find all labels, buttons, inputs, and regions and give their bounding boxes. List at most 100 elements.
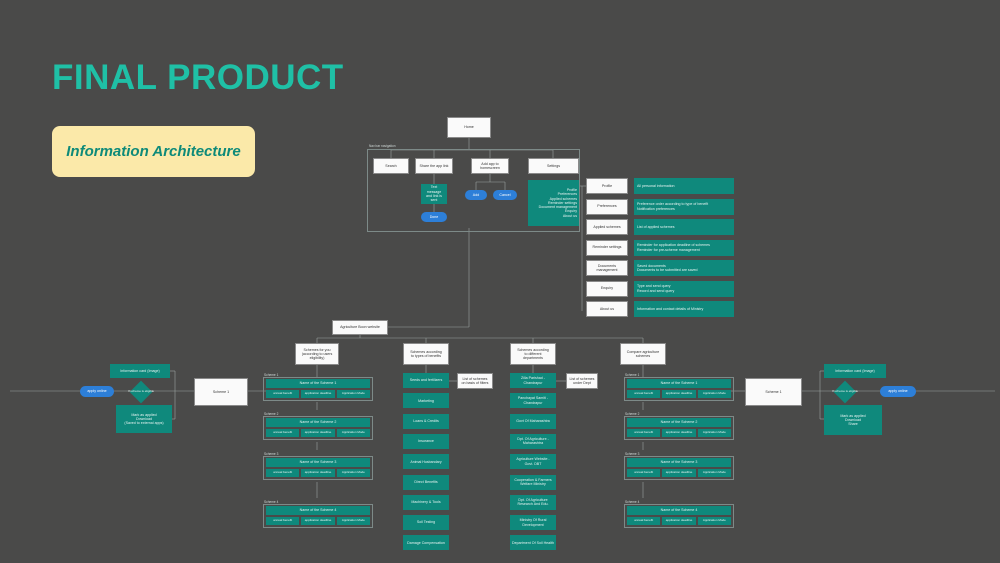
benefit-item-5: Direct Benefits <box>403 474 449 490</box>
left-group-frame-2 <box>263 456 373 480</box>
right-apply-pill: apply online <box>880 386 916 397</box>
section-card-label: Information Architecture <box>66 143 241 160</box>
right-scheme-name-1: Name of the Scheme 2 <box>627 418 731 427</box>
settings-desc-3: Reminder for application deadline of sch… <box>634 239 734 256</box>
settings-desc-1: Preference order according to type of be… <box>634 198 734 215</box>
right-scheme-name-2: Name of the Scheme 3 <box>627 458 731 467</box>
benefit-item-4: Animal Husbandary <box>403 454 449 470</box>
right-group-label-3: Scheme 4 <box>625 500 640 504</box>
right-scheme-tag-2-a: annual benefit <box>627 469 661 477</box>
share-node: Share the app link <box>415 158 453 174</box>
left-scheme-tag-3-b: application deadline <box>301 517 335 525</box>
right-scheme-tag-0-c: Application Mode <box>697 390 731 398</box>
right-group-label-0: Scheme 1 <box>625 373 640 377</box>
right-group-frame-3 <box>624 504 734 528</box>
department-item-1: Panchayat Samiti - Chandrapur <box>510 393 556 409</box>
benefit-item-7: Soil Testing <box>403 515 449 531</box>
benefit-item-2: Loans & Credits <box>403 413 449 429</box>
right-group-frame-2 <box>624 456 734 480</box>
list-schemes-filter-node: List of schemes on basis of filters <box>457 373 493 389</box>
settings-desc-6: Information and contact details of Minis… <box>634 301 734 317</box>
right-scheme-tag-1-b: application deadline <box>662 429 696 437</box>
left-apply-pill: apply online <box>80 386 114 397</box>
left-scheme-tag-2-b: application deadline <box>301 469 335 477</box>
department-item-2: Govt Of Maharashtra <box>510 413 556 429</box>
left-scheme-name-0: Name of the Scheme 1 <box>266 379 370 388</box>
schemes-by-benefit-node: Schemes according to types of benefits <box>403 343 449 365</box>
department-item-0: Zilla Parishad - Chandrapur <box>510 373 556 388</box>
nav-bar-label: Nav bar navigation <box>369 144 396 148</box>
cancel-pill: Cancel <box>493 190 517 200</box>
left-scheme-name-3: Name of the Scheme 4 <box>266 506 370 515</box>
right-scheme-name-3: Name of the Scheme 4 <box>627 506 731 515</box>
left-scheme-tag-0-b: application deadline <box>301 390 335 398</box>
settings-item-1: Preferences <box>586 198 628 215</box>
settings-item-4: Documents management <box>586 260 628 276</box>
right-info-card: Information card (Image) <box>824 364 886 378</box>
right-scheme-tag-3-a: annual benefit <box>627 517 661 525</box>
left-group-label-2: Scheme 3 <box>264 452 279 456</box>
right-scheme-tag-0-b: application deadline <box>662 390 696 398</box>
schemes-by-department-node: Schemes according to different departmen… <box>510 343 556 365</box>
agriculture-website-node: Agriculture Boon website <box>332 320 388 335</box>
left-group-frame-0 <box>263 377 373 401</box>
department-item-5: Cooperation & Farmers Welfare Ministry <box>510 474 556 490</box>
left-eligible-label: If scheme is eligible <box>127 388 155 393</box>
left-group-frame-3 <box>263 504 373 528</box>
settings-item-5: Enquiry <box>586 280 628 297</box>
right-scheme-name-0: Name of the Scheme 1 <box>627 379 731 388</box>
left-scheme-tag-3-c: Application Mode <box>336 517 370 525</box>
settings-list-node: Profile Preferences Applied schemes Remi… <box>528 180 579 226</box>
connector-lines <box>10 138 995 498</box>
department-item-7: Ministry Of Rural Development <box>510 515 556 531</box>
left-scheme-tag-2-a: annual benefit <box>266 469 300 477</box>
settings-node: Settings <box>528 158 579 174</box>
right-group-frame-1 <box>624 416 734 440</box>
left-scheme-name-1: Name of the Scheme 2 <box>266 418 370 427</box>
benefit-item-8: Damage Compensation <box>403 535 449 551</box>
right-scheme-node: Scheme 1 <box>745 378 802 406</box>
page-title: FINAL PRODUCT <box>52 58 344 97</box>
right-group-label-2: Scheme 3 <box>625 452 640 456</box>
share-message-node: Text message and link is sent <box>421 184 447 204</box>
left-scheme-tag-1-a: annual benefit <box>266 429 300 437</box>
right-group-frame-0 <box>624 377 734 401</box>
left-group-label-3: Scheme 4 <box>264 500 279 504</box>
settings-desc-4: Saved documents Documents to be submitte… <box>634 260 734 276</box>
department-item-8: Department Of Soil Health <box>510 535 556 551</box>
settings-item-0: Profile <box>586 178 628 194</box>
done-pill: Done <box>421 212 447 222</box>
right-scheme-tag-2-b: application deadline <box>662 469 696 477</box>
left-mark-applied: Mark as applied Download (Saved to exter… <box>116 405 172 433</box>
add-pill: Add <box>465 190 487 200</box>
left-scheme-name-2: Name of the Scheme 3 <box>266 458 370 467</box>
left-scheme-tag-1-b: application deadline <box>301 429 335 437</box>
left-info-card: Information card (Image) <box>110 364 170 378</box>
add-app-node: Add app to homescreen <box>471 158 509 174</box>
left-scheme-tag-0-c: Application Mode <box>336 390 370 398</box>
left-group-label-0: Scheme 1 <box>264 373 279 377</box>
compare-schemes-node: Compare agriculture schemes <box>620 343 666 365</box>
right-group-label-1: Scheme 2 <box>625 412 640 416</box>
left-scheme-tag-2-c: Application Mode <box>336 469 370 477</box>
left-group-label-1: Scheme 2 <box>264 412 279 416</box>
section-card: Information Architecture <box>52 126 255 177</box>
left-scheme-node: Scheme 1 <box>194 378 248 406</box>
left-scheme-tag-1-c: Application Mode <box>336 429 370 437</box>
left-scheme-tag-0-a: annual benefit <box>266 390 300 398</box>
right-scheme-tag-3-b: application deadline <box>662 517 696 525</box>
nav-bar-region <box>367 149 580 232</box>
right-scheme-tag-1-c: Application Mode <box>697 429 731 437</box>
left-group-frame-1 <box>263 416 373 440</box>
benefit-item-3: Insurance <box>403 433 449 449</box>
settings-desc-2: List of applied schemes <box>634 219 734 235</box>
department-item-3: Dpt. Of Agriculture - Maharashtra <box>510 433 556 449</box>
list-schemes-dept-node: List of schemes under Dept <box>566 373 598 389</box>
right-mark-applied: Mark as applied Download Share <box>824 405 882 435</box>
benefit-item-0: Seeds and fertilizers <box>403 373 449 388</box>
home-node: Home <box>447 117 491 138</box>
department-item-4: Agriculture Website - Govt. DBT <box>510 454 556 470</box>
left-scheme-tag-3-a: annual benefit <box>266 517 300 525</box>
right-scheme-tag-1-a: annual benefit <box>627 429 661 437</box>
